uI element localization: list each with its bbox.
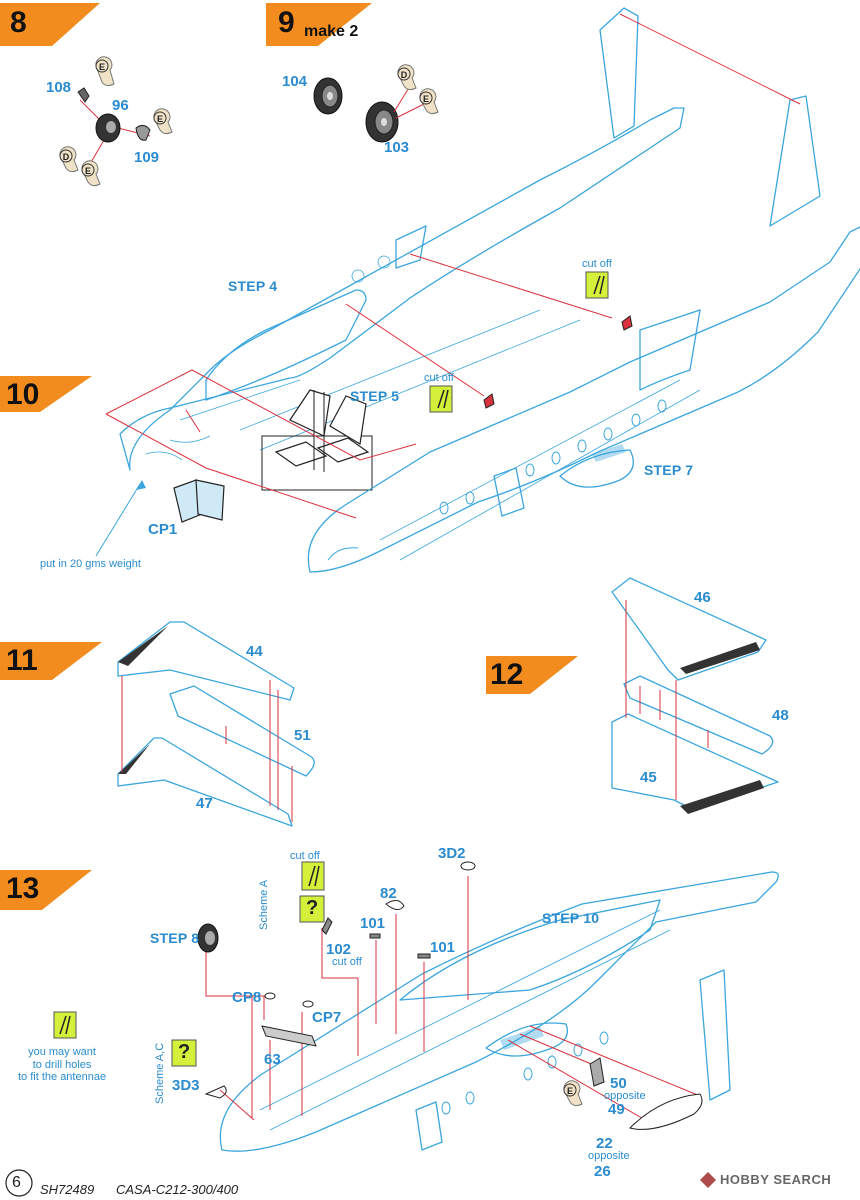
step-13-banner [0, 870, 92, 910]
decal-badge-e-13: E [563, 1080, 583, 1107]
part-label-101b: 101 [430, 939, 456, 956]
question-mark-ac: ? [178, 1041, 191, 1063]
step-13-leader-lines [205, 876, 701, 1125]
question-marker-scheme-ac [171, 1039, 197, 1067]
cut-off-note-scheme-a: cut off [290, 850, 320, 862]
svg-text:E: E [567, 1086, 573, 1096]
part-label-109: 109 [134, 149, 160, 166]
part-label-96: 96 [112, 97, 129, 114]
step-11-wing [117, 621, 315, 827]
question-marker-scheme-a [299, 895, 325, 923]
part-label-cp7: CP7 [312, 1009, 342, 1026]
cut-marker-2 [429, 385, 495, 413]
hobby-search-logo-icon [700, 1172, 716, 1188]
step-9-banner [266, 3, 372, 46]
drill-note: you may want to drill holes to fit the a… [18, 1046, 107, 1084]
kit-code: SH72489 [40, 1182, 95, 1197]
step-ref-7: STEP 7 [644, 462, 694, 478]
step-10-banner [0, 376, 92, 412]
step-11-banner [0, 642, 102, 680]
page-number-circle [5, 1169, 33, 1197]
part-label-22: 22 [596, 1135, 613, 1152]
part-label-45: 45 [640, 769, 657, 786]
part-label-104: 104 [282, 73, 308, 90]
part-label-48: 48 [772, 707, 789, 724]
part-label-51: 51 [294, 727, 311, 744]
step-12-wing [611, 577, 779, 814]
step-8-banner [0, 3, 100, 46]
step-12-banner [486, 656, 578, 694]
cut-off-note-1: cut off [582, 258, 612, 270]
cut-marker-13 [301, 861, 325, 891]
svg-text:E: E [85, 166, 91, 176]
cut-off-note-2: cut off [424, 372, 454, 384]
watermark-text: HOBBY SEARCH [720, 1172, 832, 1187]
step-11-number: 11 [6, 644, 38, 677]
part-label-63: 63 [264, 1051, 281, 1068]
step-8-parts [77, 87, 151, 165]
decal-badge-e-9: E [419, 88, 439, 115]
step-10-number: 10 [6, 378, 40, 411]
decal-badge-e-8b: E [81, 160, 101, 187]
decal-badge-e-108: E [95, 56, 115, 87]
step-10-leader-lines [105, 13, 801, 519]
scheme-ac-note: Scheme A,C [154, 1042, 166, 1104]
part-label-103: 103 [384, 139, 410, 156]
fuselage-left-half [119, 7, 685, 471]
step-ref-10: STEP 10 [542, 910, 600, 926]
part-label-cp8: CP8 [232, 989, 262, 1006]
part-label-101a: 101 [360, 915, 386, 932]
part-label-82: 82 [380, 885, 397, 902]
svg-text:D: D [401, 70, 408, 80]
opposite-note-22: opposite [588, 1150, 630, 1162]
cockpit-interior [261, 389, 373, 491]
part-label-44: 44 [246, 643, 263, 660]
step-12-number: 12 [490, 658, 524, 691]
svg-text:E: E [157, 114, 163, 124]
svg-text:D: D [63, 152, 70, 162]
decal-badge-e-109: E [153, 108, 173, 135]
cut-marker-1 [585, 271, 633, 331]
part-label-3d3: 3D3 [172, 1077, 200, 1094]
page-number: 6 [12, 1174, 21, 1191]
part-label-46: 46 [694, 589, 711, 606]
drill-marker [53, 1011, 77, 1039]
decal-badge-d-8: D [59, 146, 79, 173]
part-label-26: 26 [594, 1163, 611, 1180]
step-8-number: 8 [10, 6, 27, 39]
step-13-number: 13 [6, 872, 40, 905]
nose-weight-arrow [95, 480, 146, 557]
decal-badge-d-9: D [397, 64, 417, 91]
part-label-108: 108 [46, 79, 72, 96]
part-label-50: 50 [610, 1075, 627, 1092]
scheme-a-note: Scheme A [258, 879, 270, 930]
kit-model: CASA-C212-300/400 [116, 1182, 239, 1197]
fuselage-right-half [307, 95, 860, 573]
svg-text:E: E [99, 62, 105, 72]
step-ref-5: STEP 5 [350, 388, 400, 404]
step-ref-8: STEP 8 [150, 930, 200, 946]
part-label-cp1: CP1 [148, 521, 178, 538]
part-label-3d2: 3D2 [438, 845, 466, 862]
weight-note: put in 20 gms weight [40, 558, 141, 570]
step-9-suffix: make 2 [304, 23, 359, 40]
step-13-fuselage [219, 871, 779, 1152]
cp1-window-part [173, 479, 225, 523]
part-label-102: 102 [326, 941, 352, 958]
step-9-number: 9 [278, 6, 295, 39]
opposite-note-50: opposite [604, 1090, 646, 1102]
svg-text:E: E [423, 94, 429, 104]
question-mark-a: ? [306, 897, 319, 919]
step-9-parts [313, 77, 425, 143]
step-13-small-parts [197, 861, 703, 1130]
part-label-47: 47 [196, 795, 213, 812]
cut-off-note-102: cut off [332, 956, 362, 968]
part-label-49: 49 [608, 1101, 625, 1118]
step-ref-4: STEP 4 [228, 278, 278, 294]
